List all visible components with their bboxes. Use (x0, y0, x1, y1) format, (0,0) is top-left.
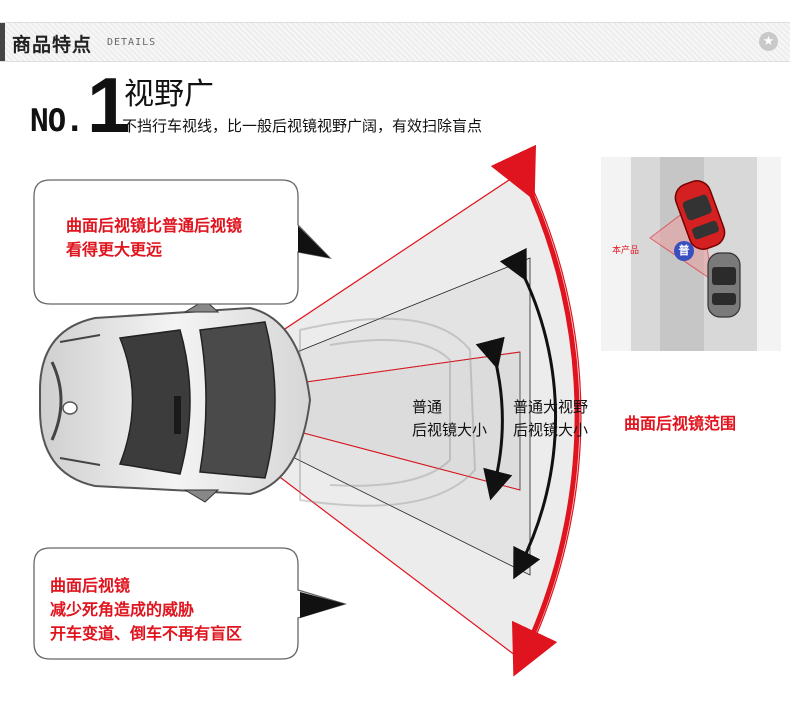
feature-description: 不挡行车视线，比一般后视镜视野广阔，有效扫除盲点 (122, 117, 483, 135)
wide-mirror-label-line: 普通大视野 (513, 398, 589, 416)
inset-product-label: 本产品 (612, 246, 640, 256)
section-header: 商品特点 DETAILS ★ (0, 22, 790, 62)
bottom-callout-line: 曲面后视镜 (50, 576, 131, 595)
section-title: 商品特点 (12, 34, 93, 56)
normal-mirror-label-line: 后视镜大小 (412, 421, 488, 439)
wide-range-arrow (499, 247, 557, 580)
top-callout-line: 曲面后视镜比普通后视镜 (66, 216, 243, 235)
feature-title: 视野广 (124, 77, 214, 112)
inset-badge: 普 (674, 241, 694, 261)
top-callout-text: 曲面后视镜比普通后视镜 看得更大更远 (66, 214, 242, 262)
star-icon: ★ (759, 32, 778, 51)
bottom-callout-text: 曲面后视镜 减少死角造成的威胁 开车变道、倒车不再有盲区 (50, 574, 242, 646)
normal-mirror-label: 普通 后视镜大小 (412, 396, 487, 442)
normal-range-arrow (475, 336, 513, 501)
top-callout-box (33, 179, 332, 305)
bottom-callout-line: 开车变道、倒车不再有盲区 (50, 624, 243, 643)
feature-number-prefix: NO. (30, 103, 84, 139)
feature-number: 1 (87, 61, 131, 149)
bottom-callout-box (33, 547, 348, 660)
car-illustration (39, 299, 312, 503)
curved-mirror-label: 曲面后视镜范围 (624, 414, 737, 433)
rear-car-outline (299, 317, 477, 507)
wide-mirror-label: 普通大视野 后视镜大小 (513, 396, 588, 442)
section-subtitle: DETAILS (107, 37, 157, 48)
rear-mirror (174, 396, 181, 434)
top-callout-line: 看得更大更远 (66, 240, 163, 259)
normal-mirror-label-line: 普通 (412, 398, 443, 416)
wide-mirror-label-line: 后视镜大小 (513, 421, 589, 439)
curved-range-arrow (490, 144, 580, 677)
header-accent-bar (0, 23, 5, 61)
bottom-callout-line: 减少死角造成的威胁 (50, 600, 195, 619)
